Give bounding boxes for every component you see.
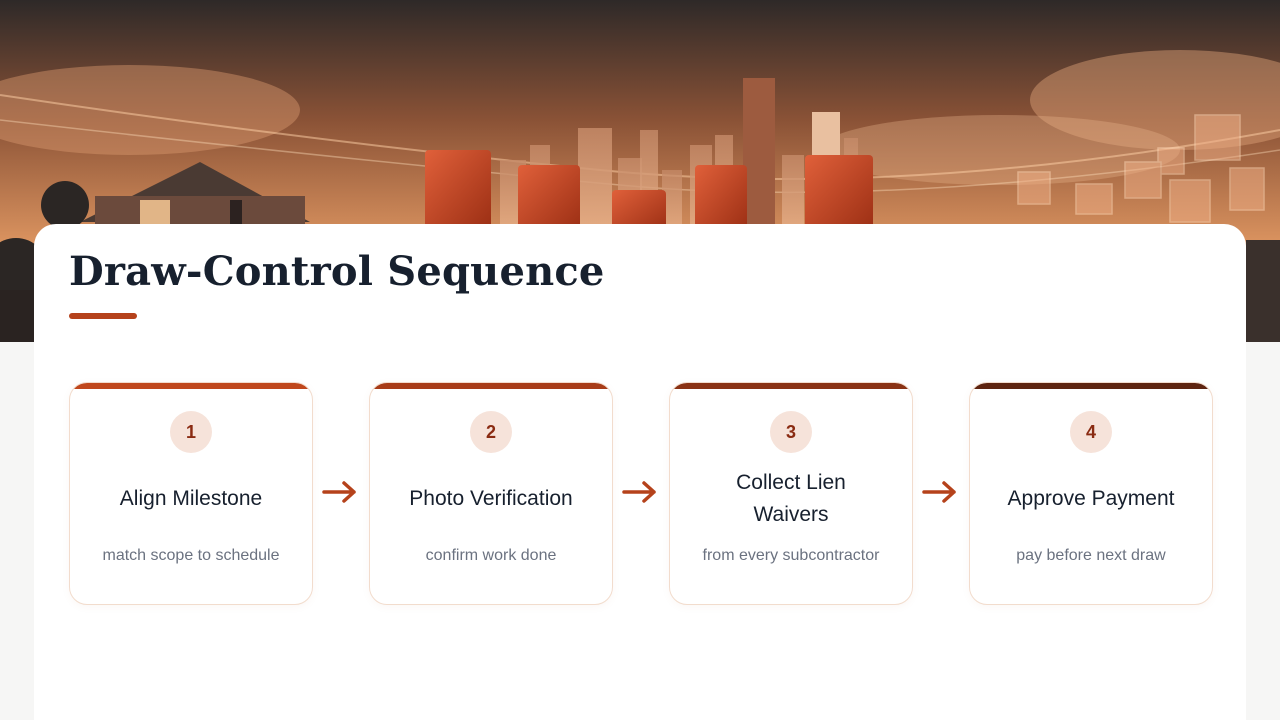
card-top-bar — [670, 383, 912, 389]
arrow-right-icon — [622, 481, 656, 503]
page-title: Draw-Control Sequence — [69, 248, 605, 295]
step-title: Photo Verification — [409, 487, 573, 510]
step-card-4: 4 Approve Payment pay before next draw — [969, 382, 1213, 605]
card-top-bar — [370, 383, 612, 389]
step-subtitle: pay before next draw — [1016, 547, 1166, 564]
step-number-badge: 1 — [170, 411, 212, 453]
step-title: Collect Lien Waivers — [736, 471, 846, 526]
step-card-1: 1 Align Milestone match scope to schedul… — [69, 382, 313, 605]
step-subtitle: confirm work done — [425, 547, 557, 564]
step-title: Align Milestone — [119, 487, 263, 510]
step-number-badge: 4 — [1070, 411, 1112, 453]
title-underline — [69, 313, 137, 319]
arrow-right-icon — [322, 481, 356, 503]
step-number-badge: 2 — [470, 411, 512, 453]
card-top-bar — [70, 383, 312, 389]
arrow-right-icon — [922, 481, 956, 503]
step-subtitle: match scope to schedule — [102, 547, 280, 564]
step-card-2: 2 Photo Verification confirm work done — [369, 382, 613, 605]
content-panel: Draw-Control Sequence 1 Align Milestone … — [34, 224, 1246, 720]
step-subtitle: from every subcontractor — [702, 547, 880, 564]
step-title: Approve Payment — [1007, 487, 1175, 510]
card-top-bar — [970, 383, 1212, 389]
step-card-3: 3 Collect Lien Waivers from every subcon… — [669, 382, 913, 605]
step-number-badge: 3 — [770, 411, 812, 453]
